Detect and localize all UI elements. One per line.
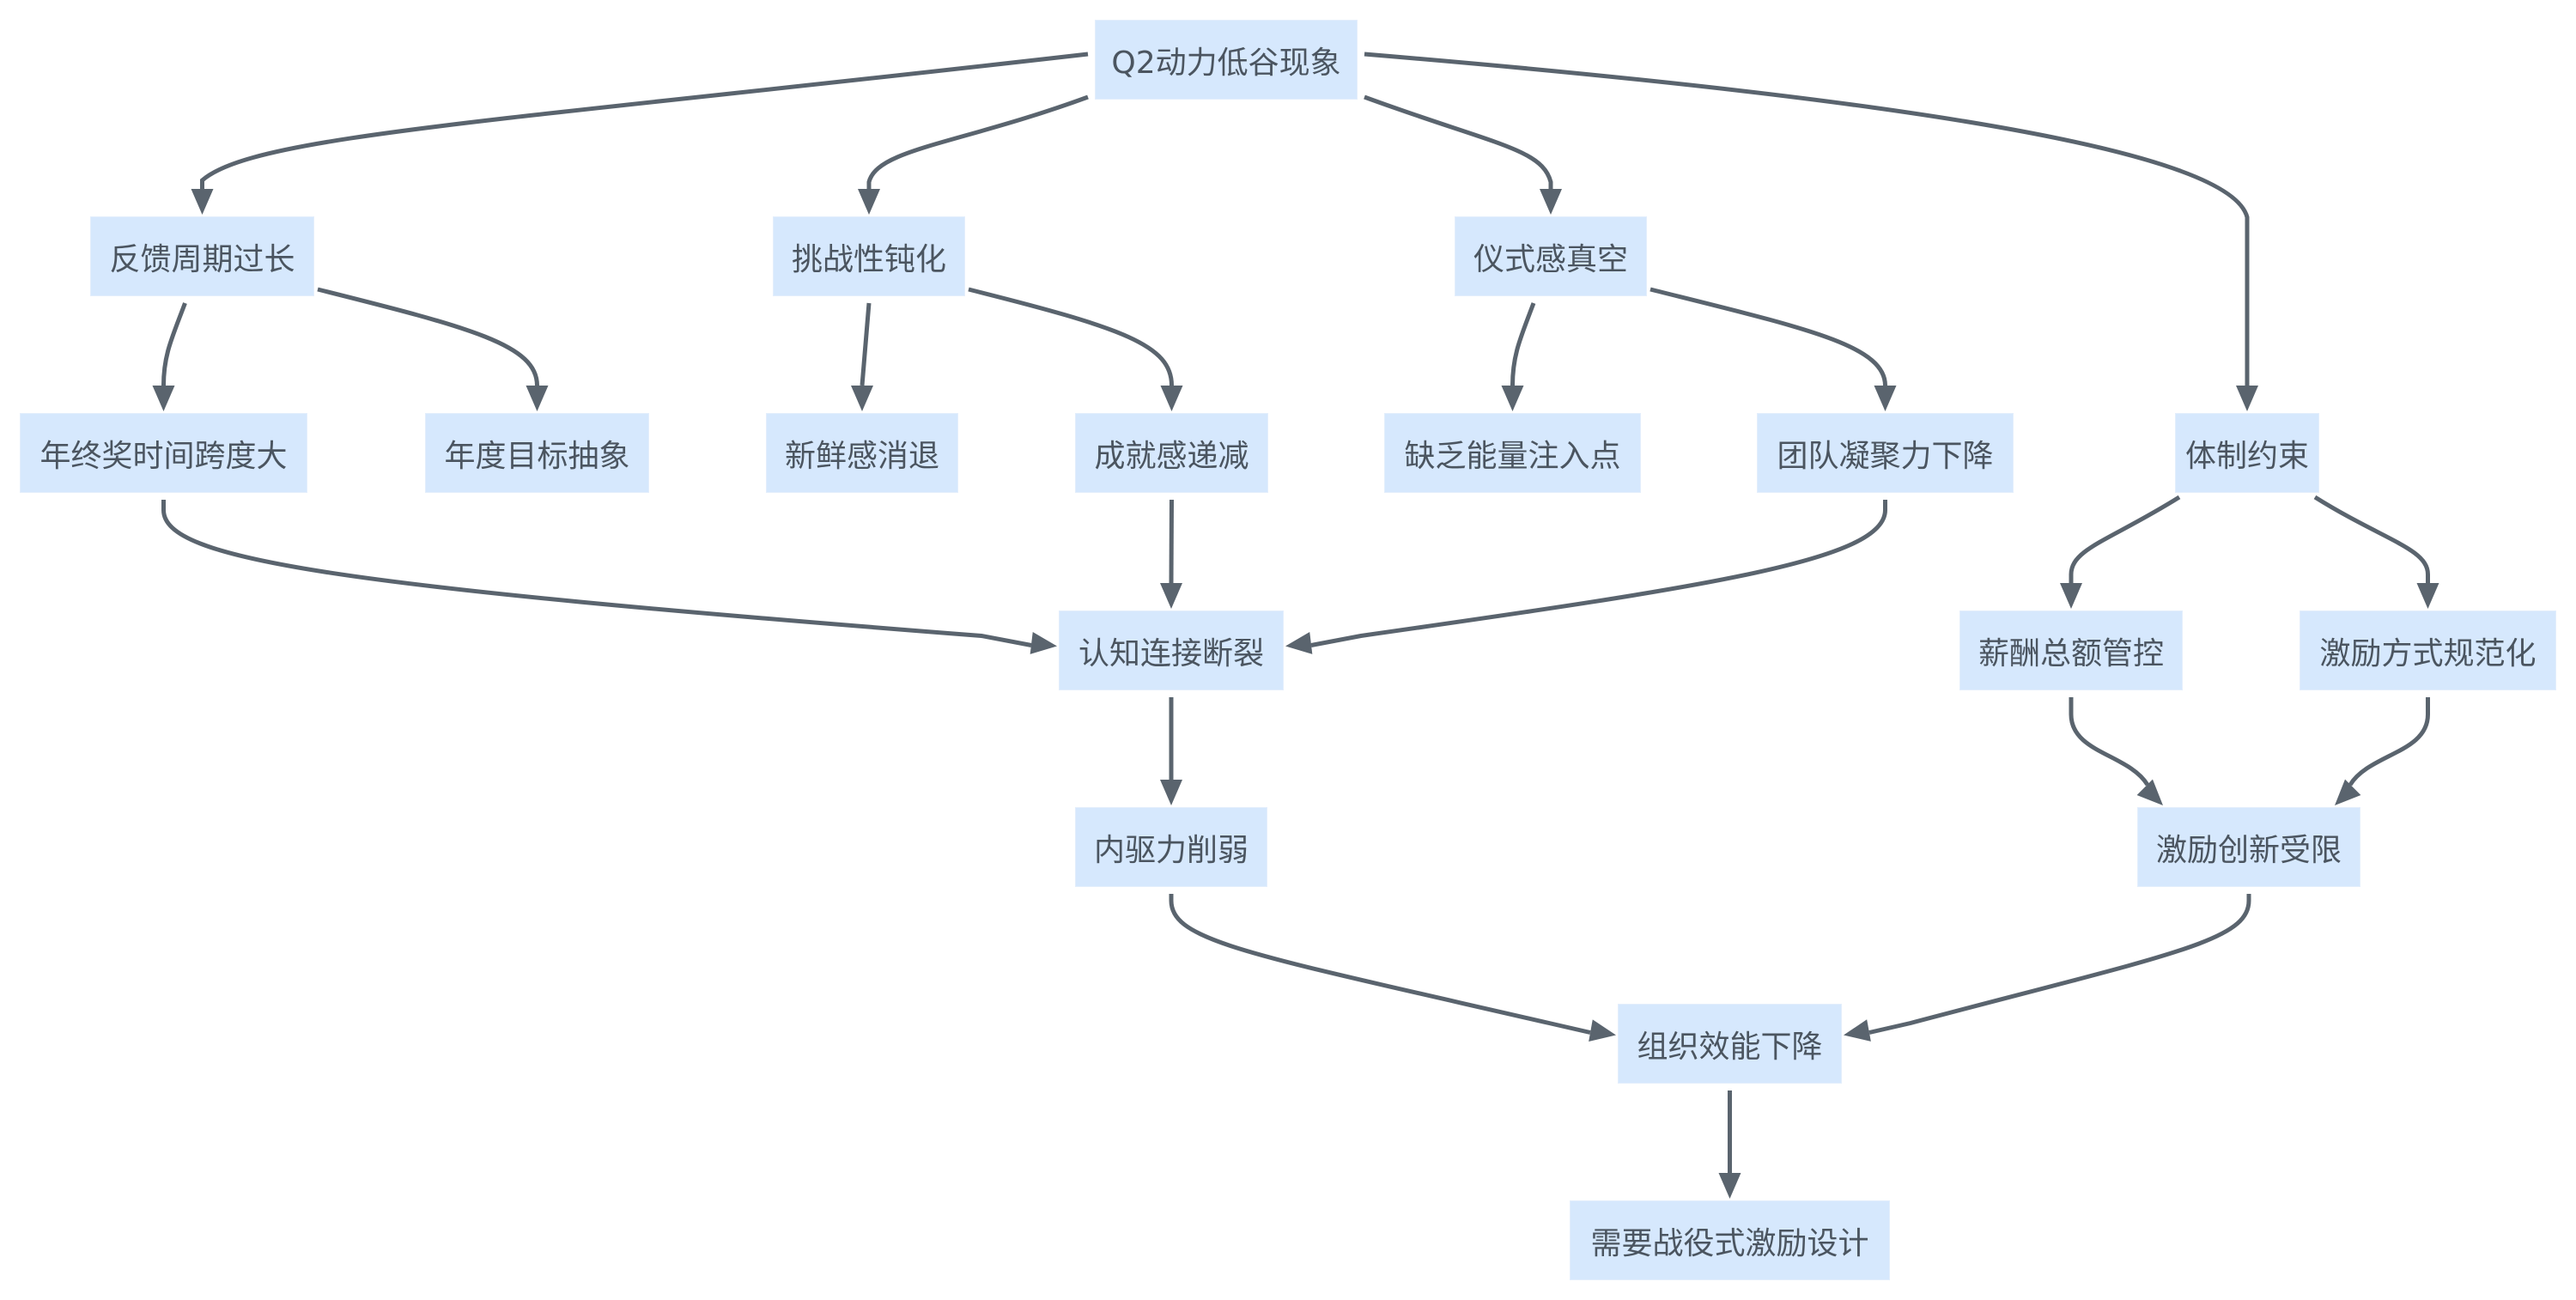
node-label: 新鲜感消退 xyxy=(784,438,939,474)
node-label: 挑战性钝化 xyxy=(791,241,946,277)
node-label: 激励创新受限 xyxy=(2155,832,2342,868)
arrowhead-icon xyxy=(2060,583,2082,609)
node-label: 缺乏能量注入点 xyxy=(1404,438,1621,474)
edge-sys-pay xyxy=(2069,495,2181,583)
node-label: 团队凝聚力下降 xyxy=(1777,438,1994,474)
arrowhead-icon xyxy=(1160,583,1182,609)
node-ritual-vacuum[interactable]: 仪式感真空 xyxy=(1455,216,1647,296)
node-label: 组织效能下降 xyxy=(1637,1029,1823,1065)
node-incentive-standardization[interactable]: 激励方式规范化 xyxy=(2300,611,2556,690)
arrowhead-icon xyxy=(1540,189,1562,215)
edge-root-sys xyxy=(1364,52,2250,386)
arrowhead-icon xyxy=(2335,779,2361,805)
node-institutional-constraints[interactable]: 体制约束 xyxy=(2175,413,2319,493)
arrowhead-icon xyxy=(1718,1173,1741,1199)
arrowhead-icon xyxy=(1160,780,1182,805)
node-label: Q2动力低谷现象 xyxy=(1111,45,1341,81)
edge-team-cog xyxy=(1310,500,1887,647)
node-label: 需要战役式激励设计 xyxy=(1590,1225,1869,1261)
edge-sys-norm xyxy=(2313,495,2430,583)
node-total-pay-control[interactable]: 薪酬总额管控 xyxy=(1959,611,2183,690)
edge-fb-nb xyxy=(161,302,187,386)
edge-root-fb xyxy=(200,52,1089,189)
node-cognitive-disconnect[interactable]: 认知连接断裂 xyxy=(1059,611,1284,690)
arrowhead-icon xyxy=(191,189,214,215)
node-label: 认知连接断裂 xyxy=(1078,635,1264,671)
arrowhead-icon xyxy=(851,386,873,411)
node-label: 年度目标抽象 xyxy=(444,438,630,474)
node-label: 成就感递减 xyxy=(1094,438,1249,474)
node-label: 激励方式规范化 xyxy=(2319,635,2537,671)
node-inner-drive-weakened[interactable]: 内驱力削弱 xyxy=(1075,807,1267,887)
node-label: 体制约束 xyxy=(2184,438,2309,474)
arrowhead-icon xyxy=(858,189,880,215)
arrowhead-icon xyxy=(1160,386,1183,411)
node-challenge-dulled[interactable]: 挑战性钝化 xyxy=(773,216,965,296)
node-label: 反馈周期过长 xyxy=(109,241,295,277)
arrowhead-icon xyxy=(1844,1019,1871,1042)
edge-pay-innov xyxy=(2069,697,2150,787)
arrowhead-icon xyxy=(1285,632,1313,654)
arrowhead-icon xyxy=(1589,1019,1616,1042)
edge-drive-org xyxy=(1169,894,1591,1035)
edge-ri-team xyxy=(1649,287,1887,386)
node-incentive-innovation-limited[interactable]: 激励创新受限 xyxy=(2137,807,2360,887)
node-year-end-bonus-span[interactable]: 年终奖时间跨度大 xyxy=(20,413,307,493)
node-achievement-declining[interactable]: 成就感递减 xyxy=(1075,413,1268,493)
node-org-efficiency-drop[interactable]: 组织效能下降 xyxy=(1618,1004,1842,1084)
arrowhead-icon xyxy=(152,386,175,411)
arrowhead-icon xyxy=(1030,632,1057,654)
edge-root-ch xyxy=(866,94,1089,189)
node-need-campaign-incentives[interactable]: 需要战役式激励设计 xyxy=(1570,1200,1890,1280)
node-team-cohesion-drop[interactable]: 团队凝聚力下降 xyxy=(1757,413,2014,493)
node-label: 薪酬总额管控 xyxy=(1978,635,2164,671)
arrowhead-icon xyxy=(1501,386,1524,411)
arrowhead-icon xyxy=(2416,583,2439,609)
edge-fb-goal xyxy=(317,287,539,386)
node-label: 内驱力削弱 xyxy=(1093,832,1249,868)
node-freshness-fading[interactable]: 新鲜感消退 xyxy=(766,413,958,493)
arrowhead-icon xyxy=(2236,386,2258,411)
node-q2-motivation-slump[interactable]: Q2动力低谷现象 xyxy=(1095,20,1358,100)
arrowhead-icon xyxy=(526,386,549,411)
node-abstract-annual-goals[interactable]: 年度目标抽象 xyxy=(425,413,649,493)
edge-innov-org xyxy=(1868,894,2251,1035)
node-label: 年终奖时间跨度大 xyxy=(39,438,288,474)
node-lack-energy-points[interactable]: 缺乏能量注入点 xyxy=(1384,413,1641,493)
node-label: 仪式感真空 xyxy=(1473,241,1628,277)
edge-ach-cog xyxy=(1169,499,1174,584)
edge-ri-energy xyxy=(1510,302,1536,386)
edge-nb-cog xyxy=(161,500,1032,647)
edge-ch-ach xyxy=(968,287,1174,386)
arrowhead-icon xyxy=(2136,779,2163,805)
edge-root-ri xyxy=(1364,94,1553,189)
edge-norm-innov xyxy=(2348,697,2430,787)
edge-ch-fresh xyxy=(860,302,872,386)
node-long-feedback-cycle[interactable]: 反馈周期过长 xyxy=(90,216,314,296)
arrowhead-icon xyxy=(1874,386,1897,411)
